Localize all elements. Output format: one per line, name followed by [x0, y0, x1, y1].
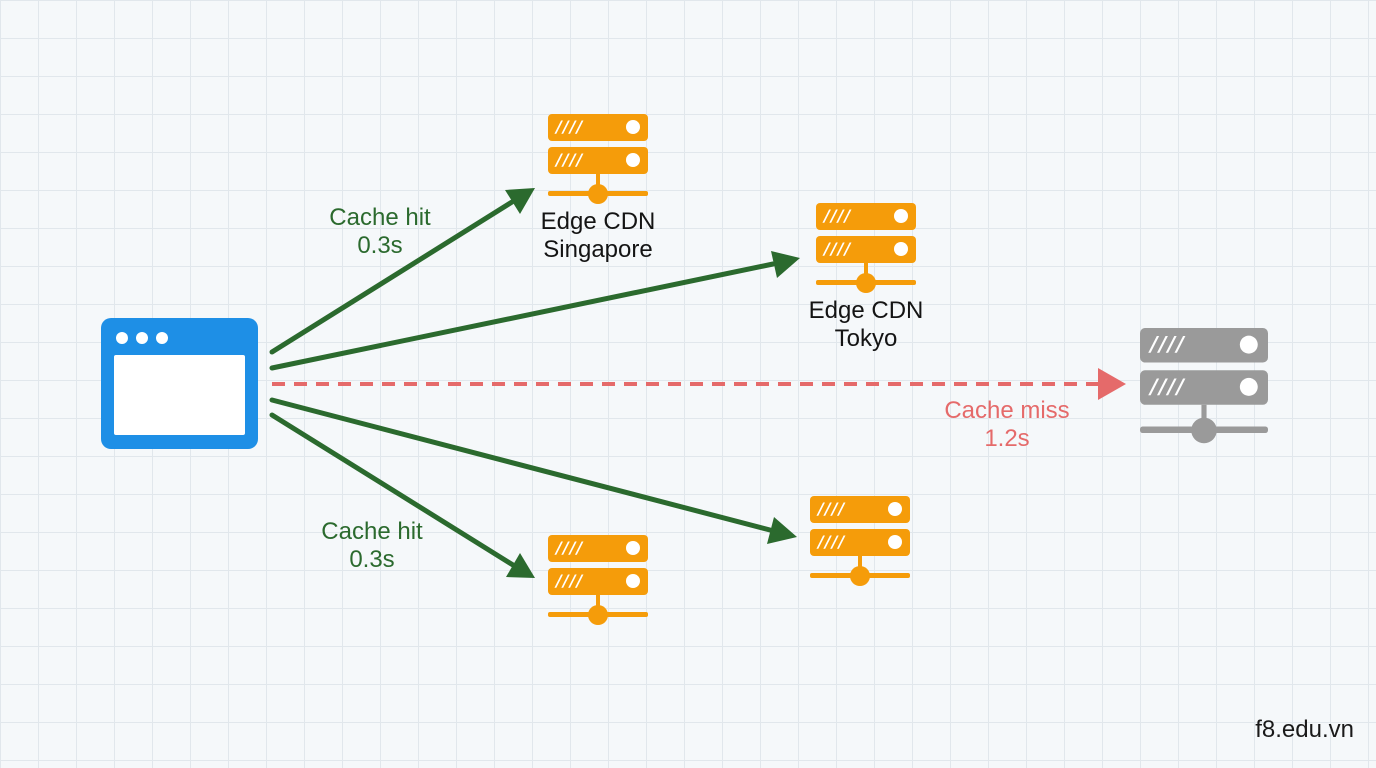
arrowhead-tokyo	[771, 251, 800, 278]
watermark: f8.edu.vn	[1255, 716, 1354, 743]
cache-hit-label-top: Cache hit 0.3s	[329, 204, 431, 259]
cache-miss-label: Cache miss 1.2s	[944, 397, 1070, 452]
server-rack-unit: ////	[548, 147, 648, 174]
server-rack-unit: ////	[810, 496, 910, 523]
window-dot-icon	[156, 332, 168, 344]
server-rack-unit: ////	[816, 203, 916, 230]
window-dot-icon	[136, 332, 148, 344]
window-dot-icon	[116, 332, 128, 344]
edge-singapore-label: Edge CDN Singapore	[540, 208, 656, 263]
edge-tokyo-label: Edge CDN Tokyo	[808, 297, 924, 352]
server-rack-unit: ////	[816, 236, 916, 263]
browser-viewport	[114, 355, 245, 435]
arrowhead-bottom-left	[506, 553, 535, 578]
browser-window-icon	[101, 318, 258, 449]
server-icon: //// ////	[548, 535, 648, 625]
arrow-to-tokyo	[269, 261, 776, 371]
server-icon: //// ////	[810, 496, 910, 586]
arrow-to-bottom-right	[269, 397, 773, 533]
server-icon: //// ////	[1140, 328, 1268, 444]
server-rack-unit: ////	[810, 529, 910, 556]
arrow-to-bottom-left	[269, 412, 516, 568]
server-rack-unit: ////	[548, 535, 648, 562]
server-rack-unit: ////	[548, 114, 648, 141]
server-rack-unit: ////	[1140, 328, 1268, 363]
server-rack-unit: ////	[548, 568, 648, 595]
server-icon: //// ////	[548, 114, 648, 204]
arrowhead-origin	[1098, 368, 1126, 400]
arrowhead-bottom-right	[767, 517, 797, 544]
arrowhead-singapore	[505, 188, 535, 214]
server-icon: //// ////	[816, 203, 916, 293]
server-rack-unit: ////	[1140, 370, 1268, 405]
cache-hit-label-bottom: Cache hit 0.3s	[321, 518, 423, 573]
arrow-to-singapore	[269, 199, 515, 355]
